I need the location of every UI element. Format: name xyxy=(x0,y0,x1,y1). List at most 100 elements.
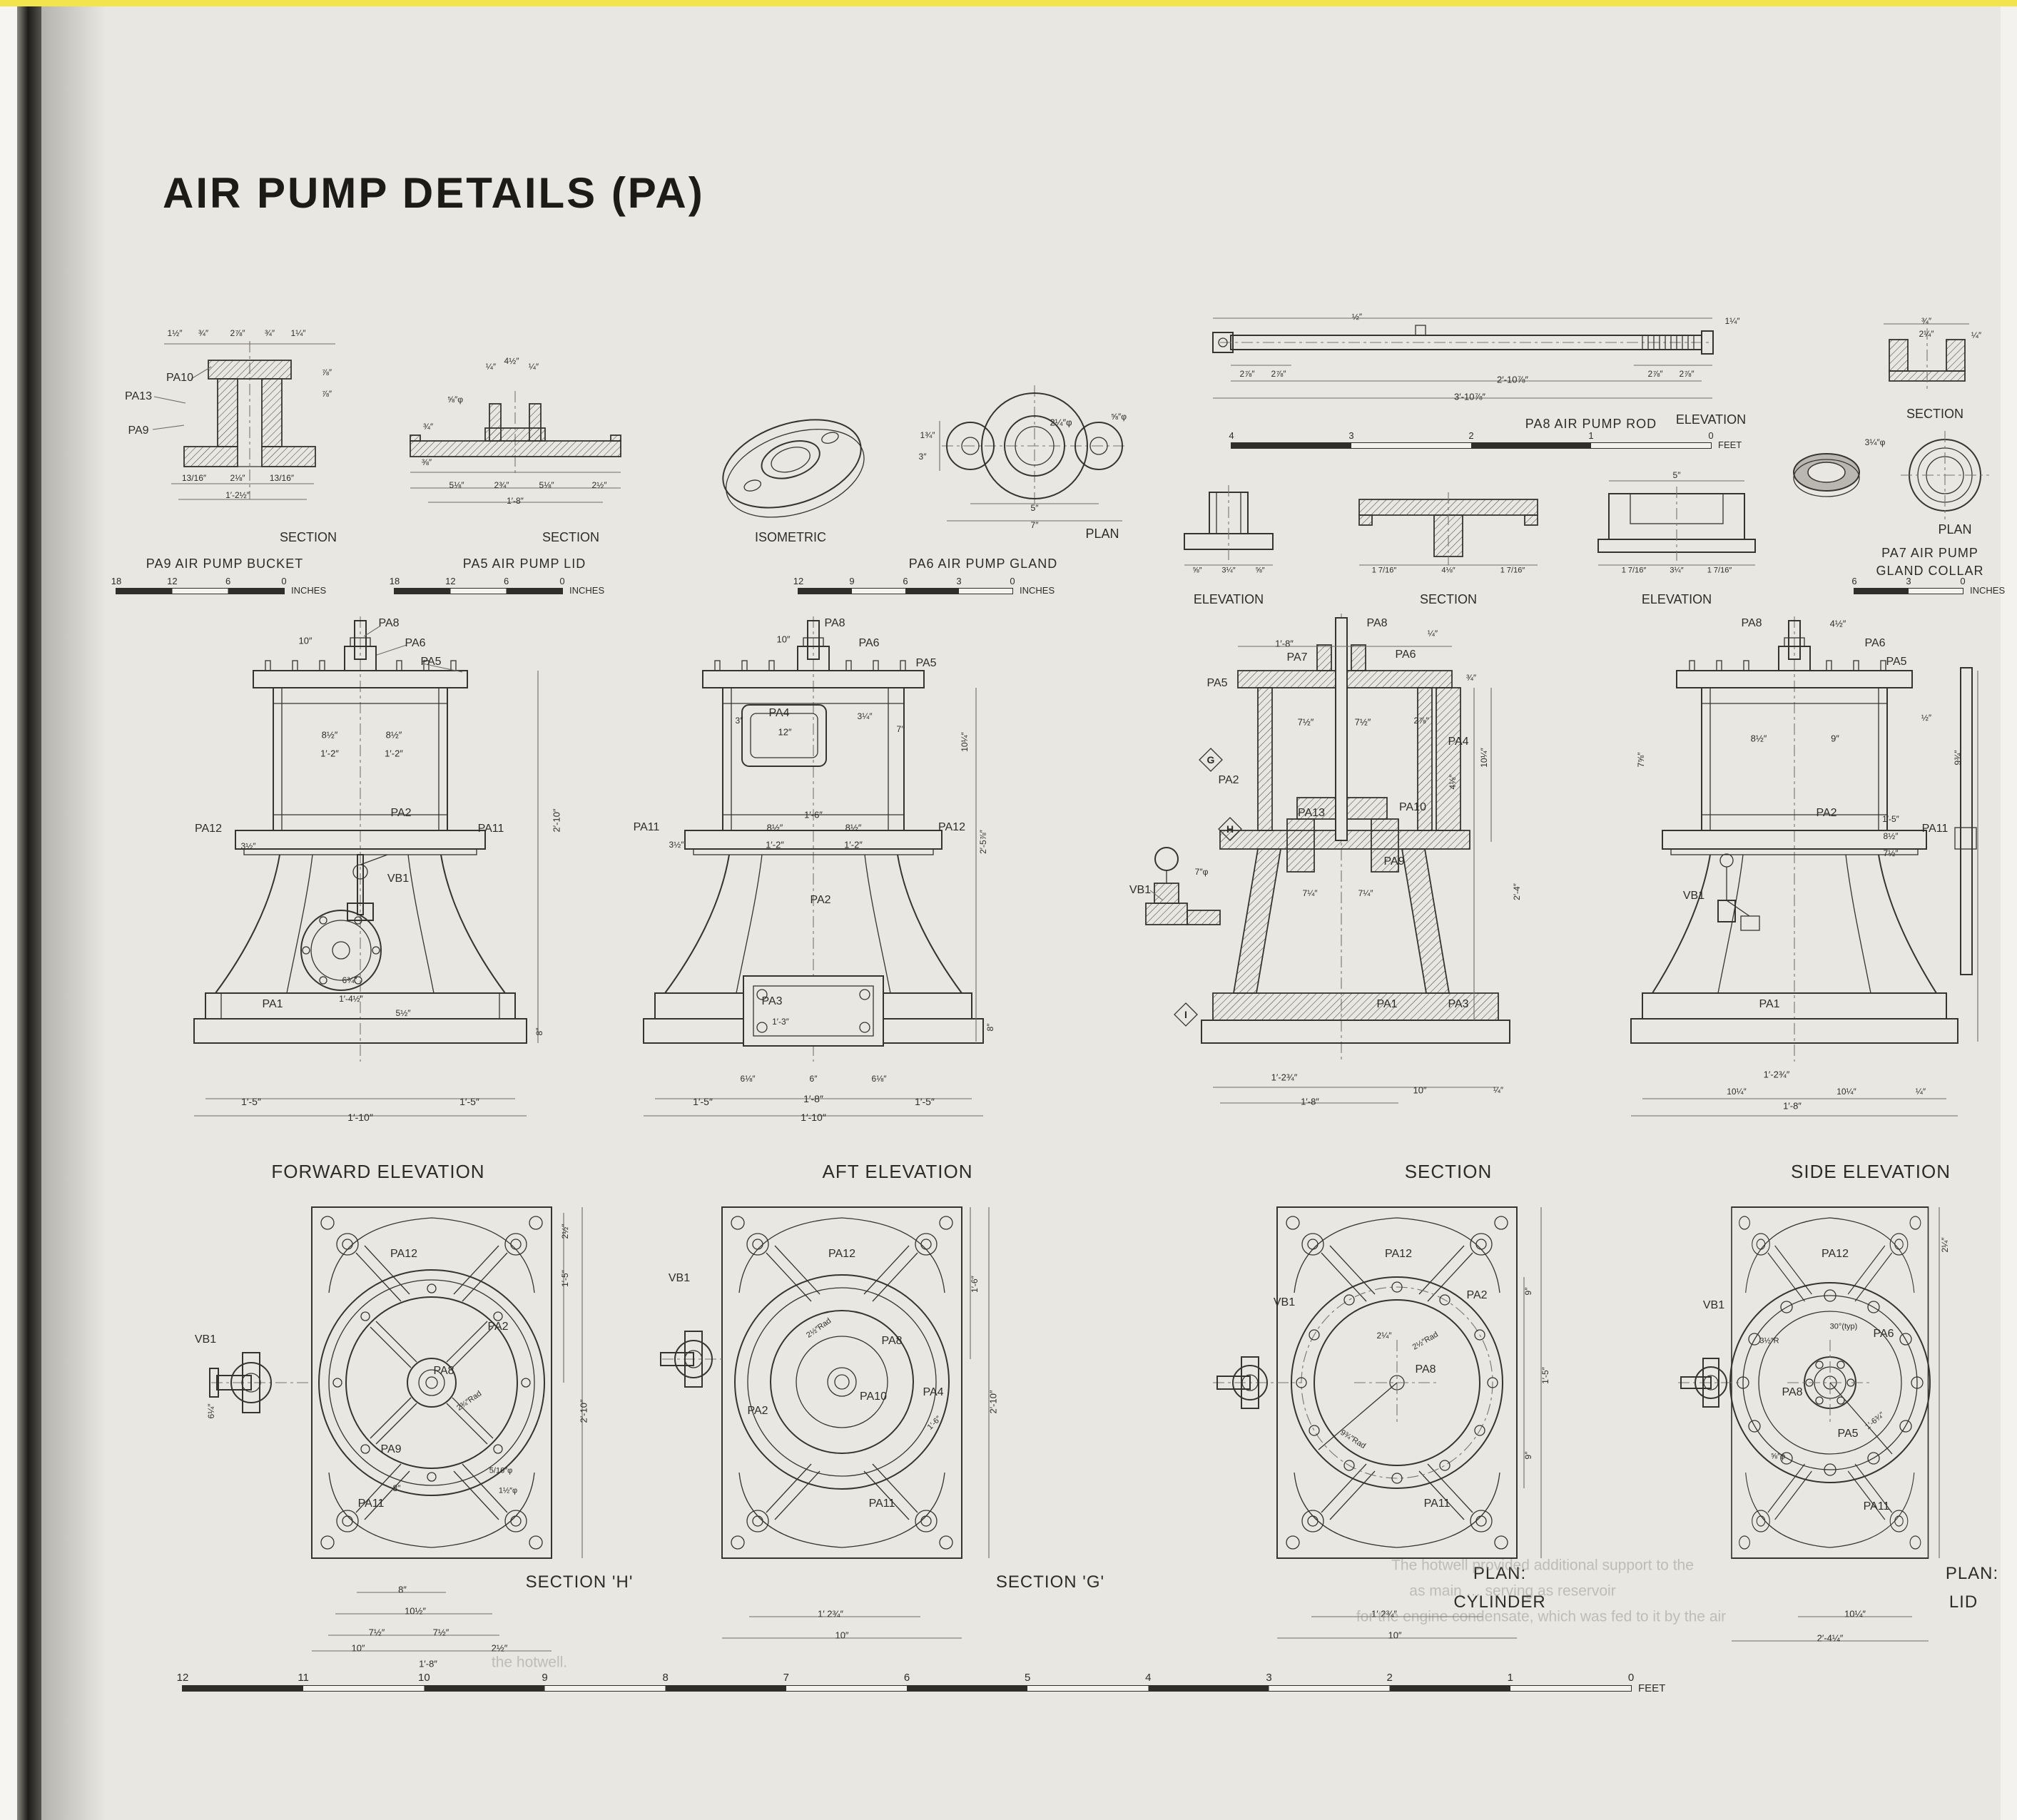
section_h-dimension: 1′-5″ xyxy=(560,1270,570,1287)
forward_elevation-dimension: 1′-4½″ xyxy=(339,994,363,1004)
rod_details-dimension: ⅝″ xyxy=(1255,566,1265,575)
plan_cylinder-part-label: PA12 xyxy=(1385,1248,1412,1260)
pa6_gland-view-label: PLAN xyxy=(1085,527,1119,541)
section_h-dimension: 7½″ xyxy=(368,1627,385,1638)
section_h-part-label: PA9 xyxy=(380,1443,402,1455)
section-dimension: 7″φ xyxy=(1194,867,1209,877)
section-dimension: 1′-8″ xyxy=(1275,638,1294,649)
pa7_collar-dimension: 2¼″ xyxy=(1919,329,1934,339)
scale-bar-unit: FEET xyxy=(1718,439,1742,450)
section_h-dimension: 7½″ xyxy=(432,1627,449,1638)
section_h-dimension: 1′-8″ xyxy=(419,1658,437,1669)
forward_elevation-dimension: 3½″ xyxy=(240,841,256,851)
plan_cylinder-dimension: 1′-5″ xyxy=(1540,1367,1550,1384)
side_elevation-dimension: 7⅝″ xyxy=(1636,752,1646,768)
section_g-dimension: 10″ xyxy=(835,1630,849,1641)
aft_elevation-dimension: 8″ xyxy=(985,1023,995,1032)
aft_elevation-part-label: PA11 xyxy=(633,821,660,833)
forward_elevation-dimension: 1′-2″ xyxy=(385,748,403,759)
section-dimension: 1′-8″ xyxy=(1301,1096,1319,1107)
scale-bar-tick: 18 xyxy=(111,576,122,586)
section-part-label: PA9 xyxy=(1383,855,1405,868)
side_elevation-part-label: PA11 xyxy=(1921,823,1949,835)
scale-bar-tick: 6 xyxy=(1851,576,1857,586)
pa9_bucket-dimension: ¾″ xyxy=(264,328,275,338)
aft-elevation-drawing xyxy=(643,616,984,1117)
pa9_bucket-part-label: PA10 xyxy=(166,372,193,384)
section_g-part-label: PA10 xyxy=(860,1391,887,1403)
side_elevation-dimension: 9¾″ xyxy=(1953,750,1963,766)
pa5_lid-dimension: 5⅛″ xyxy=(539,480,554,490)
side-elevation-drawing xyxy=(1630,616,1978,1117)
forward_elevation-dimension: 8½″ xyxy=(321,729,338,741)
side_elevation-dimension: 9″ xyxy=(1831,733,1839,744)
section_g-part-label: PA2 xyxy=(747,1405,768,1417)
aft_elevation-dimension: 1′-2″ xyxy=(844,839,863,850)
forward_elevation-part-label: PA8 xyxy=(378,617,400,629)
forward_elevation-dimension: 8½″ xyxy=(385,729,402,741)
section-part-label: PA5 xyxy=(1206,677,1228,689)
scale-bar-tick: 11 xyxy=(298,1672,309,1684)
aft_elevation-dimension: 3¼″ xyxy=(857,711,873,721)
plan_cylinder-dimension: 9″ xyxy=(1523,1451,1533,1460)
scale-bar-tick: 9 xyxy=(849,576,855,586)
rod_details-dimension: 4⅛″ xyxy=(1441,566,1455,575)
section_g-part-label: PA4 xyxy=(923,1386,944,1398)
aft_elevation-dimension: 1′-2″ xyxy=(766,839,784,850)
aft_elevation-dimension: 3″ xyxy=(735,716,743,726)
showthrough-dimension: the hotwell. xyxy=(491,1654,568,1671)
aft_elevation-dimension: 1′-5″ xyxy=(693,1096,713,1107)
section-dimension: ¾″ xyxy=(1465,673,1477,683)
pa9_bucket-dimension: 1½″ xyxy=(167,328,183,338)
forward_elevation-part-label: PA5 xyxy=(420,656,442,668)
pa8_rod-dimension: 3′-10⅞″ xyxy=(1454,391,1485,402)
pa7_collar-dimension: ¼″ xyxy=(1971,330,1982,340)
scale-bar-tick: 10 xyxy=(417,1672,430,1684)
scale-bar-tick: 12 xyxy=(445,576,456,586)
forward_elevation-dimension: 10″ xyxy=(298,635,313,646)
side_elevation-dimension: ¼″ xyxy=(1915,1087,1926,1097)
pa9_bucket-dimension: 13/16″ xyxy=(269,473,295,483)
section_h-dimension: 8″ xyxy=(398,1584,407,1595)
pa9_bucket-part-label: PA13 xyxy=(125,390,152,402)
forward_elevation-dimension: 5½″ xyxy=(395,1008,411,1018)
pa9-bucket-drawing xyxy=(152,341,335,500)
scale-bar-unit: INCHES xyxy=(291,585,327,596)
forward_elevation-part-label: PA12 xyxy=(195,823,222,835)
section_h-part-label: PA11 xyxy=(357,1498,385,1510)
plan_lid-caption: LID xyxy=(1949,1592,1978,1612)
aft_elevation-part-label: PA3 xyxy=(761,995,783,1007)
scale-bar-tick: 3 xyxy=(1266,1672,1272,1684)
forward_elevation-part-label: PA2 xyxy=(390,807,412,819)
section_h-dimension: 8″ xyxy=(392,1483,401,1493)
section_g-part-label: PA8 xyxy=(881,1335,903,1347)
plan_cylinder-part-label: VB1 xyxy=(1273,1296,1296,1308)
side_elevation-dimension: 4½″ xyxy=(1829,618,1846,629)
pa6_gland-view-label: ISOMETRIC xyxy=(754,530,827,544)
aft_elevation-part-label: PA6 xyxy=(858,637,880,649)
side_elevation-dimension: ½″ xyxy=(1921,713,1932,723)
rod-detail-views xyxy=(1184,480,1756,566)
section-dimension: 10¼″ xyxy=(1479,748,1489,768)
scale-bar-tick: 6 xyxy=(903,1672,910,1684)
side_elevation-part-label: PA2 xyxy=(1816,807,1837,819)
forward_elevation-part-label: VB1 xyxy=(387,873,410,885)
scale-bar-tick: 12 xyxy=(167,576,178,586)
rod_details-view-label: ELEVATION xyxy=(1193,592,1264,606)
section_h-part-label: PA8 xyxy=(433,1365,454,1377)
pa9_bucket-caption: PA9 AIR PUMP BUCKET xyxy=(146,556,304,571)
section_h-part-label: PA12 xyxy=(390,1248,417,1260)
section-part-label: PA3 xyxy=(1448,998,1469,1010)
pa9_bucket-dimension: 2⅛″ xyxy=(230,473,245,483)
side_elevation-dimension: 1′-5″ xyxy=(1882,814,1899,824)
section_h-dimension: 10″ xyxy=(351,1642,365,1654)
plan_cylinder-caption: PLAN: xyxy=(1473,1564,1527,1583)
section-dimension: ¼″ xyxy=(1493,1085,1504,1095)
scale-bar-unit: INCHES xyxy=(1970,585,2006,596)
side_elevation-dimension: 1′-8″ xyxy=(1783,1100,1802,1112)
plan_cylinder-part-label: PA2 xyxy=(1466,1289,1488,1301)
side_elevation-dimension: 8½″ xyxy=(1750,733,1767,744)
section-part-label: PA10 xyxy=(1399,801,1426,813)
